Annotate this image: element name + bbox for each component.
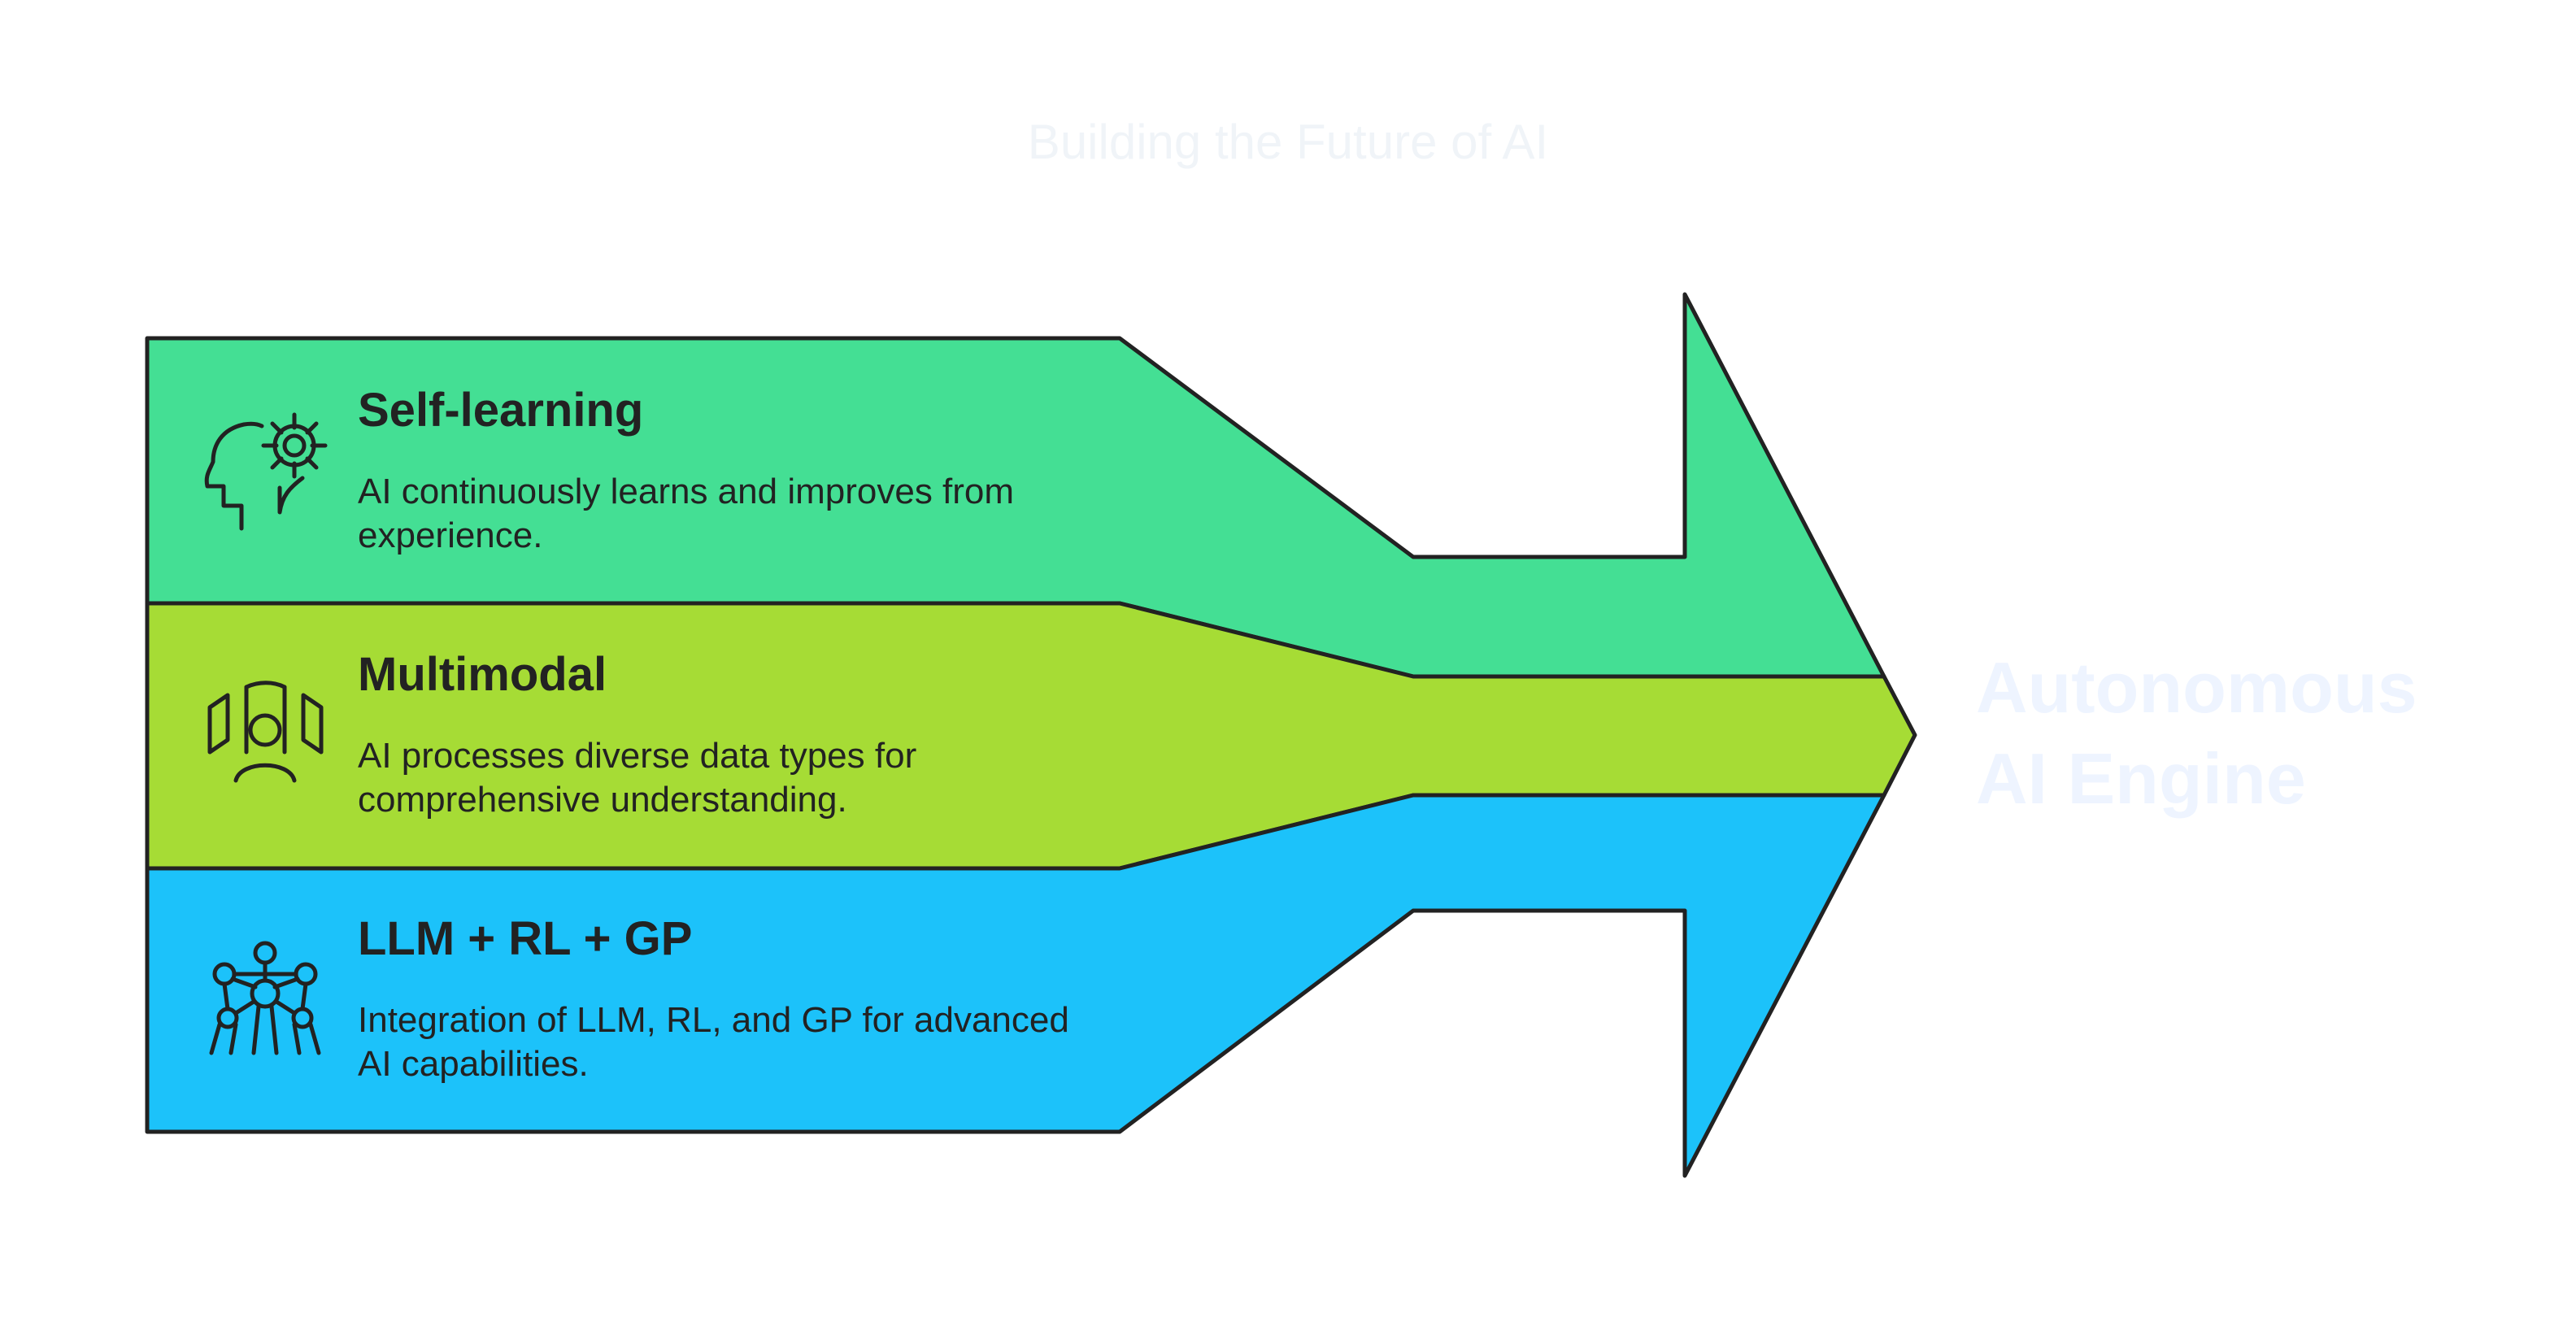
band-description-line: AI processes diverse data types for [358, 736, 917, 776]
band-description-line: comprehensive understanding. [358, 780, 847, 820]
band-title: LLM + RL + GP [358, 912, 693, 965]
diagram-title: Building the Future of AI [1027, 115, 1549, 169]
band-description-line: AI continuously learns and improves from [358, 472, 1015, 511]
band-self-learning: Self-learning AI continuously learns and… [358, 382, 1090, 558]
outcome-line: AI Engine [1976, 738, 2306, 819]
band-multimodal: Multimodal AI processes diverse data typ… [358, 646, 1090, 822]
band-description-line: AI capabilities. [358, 1044, 589, 1084]
band-title: Self-learning [358, 384, 644, 437]
band-description: Integration of LLM, RL, and GP for advan… [358, 998, 1090, 1086]
band-llm-rl-gp: LLM + RL + GP Integration of LLM, RL, an… [358, 911, 1090, 1086]
network-structure-icon [209, 941, 321, 1055]
band-title: Multimodal [358, 648, 607, 701]
band-llm-rl-gp-shape [145, 793, 1886, 1178]
band-description-line: experience. [358, 515, 543, 555]
person-screens-icon [207, 681, 324, 783]
outcome-label: Autonomous AI Engine [1976, 642, 2496, 824]
band-description: AI continuously learns and improves from… [358, 470, 1090, 558]
band-description-line: Integration of LLM, RL, and GP for advan… [358, 1000, 1069, 1040]
outcome-line: Autonomous [1976, 647, 2417, 728]
band-description: AI processes diverse data types for comp… [358, 734, 1090, 822]
head-gear-icon [204, 412, 328, 531]
